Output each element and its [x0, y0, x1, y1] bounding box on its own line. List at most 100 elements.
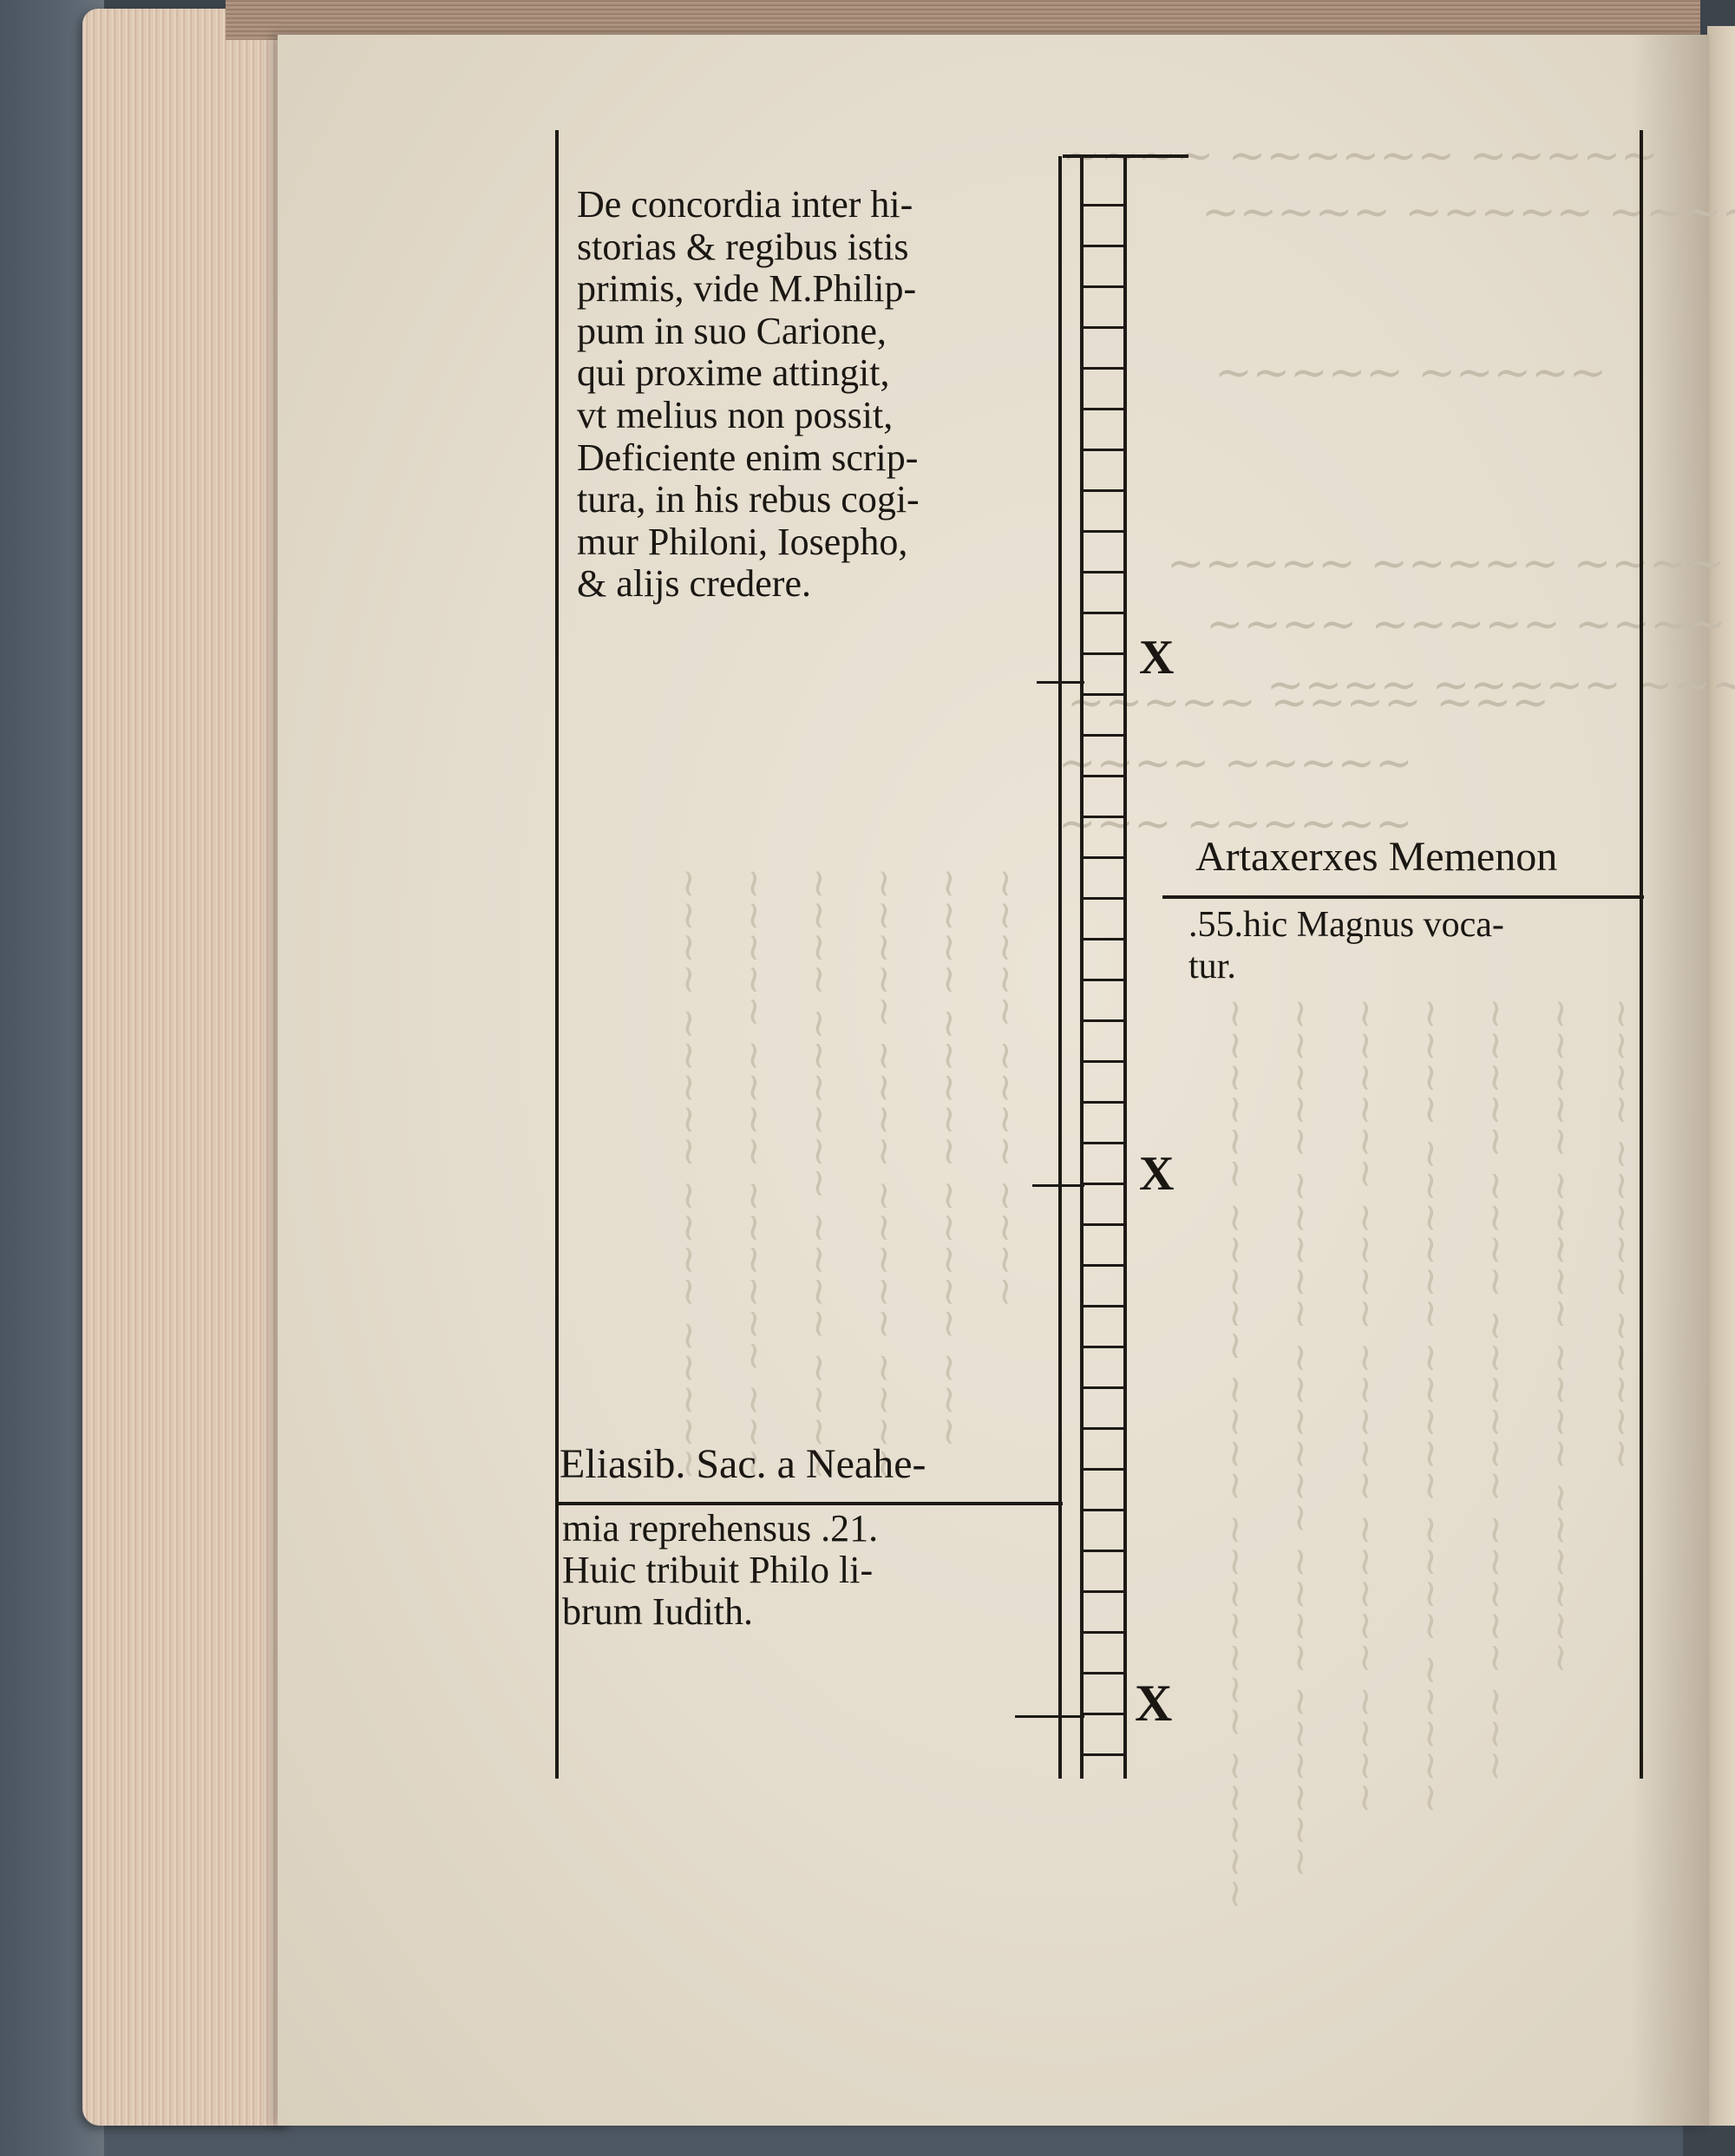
show-through-text: ~~~~~~ ~~~~ ~~~~~ ~~~~~ ~~~~ — [1344, 998, 1388, 1814]
text-line: pum in suo Carione, — [577, 309, 887, 352]
timeline-mark: X — [1139, 1147, 1175, 1201]
timeline-rung — [1083, 856, 1126, 859]
show-through-text: ~~~ ~~~~~~ — [1058, 798, 1413, 850]
show-through-text: ~~~~ ~~~~~ — [1058, 737, 1413, 790]
timeline-rung — [1083, 530, 1126, 533]
left-note-block: De concordia inter hi- storias & regibus… — [577, 183, 920, 606]
show-through-text: ~~~~~ ~~~~~ ~~~~~~ ~~~~ ~~~~~~ — [1279, 998, 1323, 1878]
timeline-rung — [1083, 571, 1126, 573]
right-note-block: .55.hic Magnus voca- tur. — [1188, 904, 1504, 987]
timeline-rung — [1083, 1509, 1126, 1511]
show-through-text: ~~~~~ ~~~~~ ~~~~ ~~~~~~ — [1539, 998, 1583, 1674]
timeline-rung — [1083, 938, 1126, 940]
timeline-rung — [1083, 326, 1126, 329]
timeline-rung — [1083, 979, 1126, 981]
timeline-tick — [1032, 1184, 1084, 1187]
timeline-rung — [1083, 1427, 1126, 1430]
show-through-text: ~~~~ ~~~~~~ ~~~~ ~~~~ — [797, 868, 841, 1480]
text-line: vt melius non possit, — [577, 393, 894, 436]
timeline-rung — [1083, 693, 1126, 696]
timeline-rung — [1083, 204, 1126, 206]
timeline-rung — [1083, 612, 1126, 614]
show-through-text: ~~~~ ~~~~~ ~~~ — [1267, 659, 1735, 711]
timeline-mark: X — [1135, 1674, 1173, 1732]
timeline-rung — [1083, 489, 1126, 492]
timeline-left-rule — [1058, 156, 1062, 1779]
show-through-text: ~~~~ ~~~~~ ~~~~~ ~~~ — [927, 868, 972, 1448]
text-line: tur. — [1188, 947, 1236, 986]
timeline-tick — [1037, 681, 1084, 684]
timeline-rung — [1083, 367, 1126, 370]
show-through-text: ~~~~ ~~~~~ ~~~~ ~~~~~ — [667, 868, 711, 1480]
timeline-rung — [1083, 816, 1126, 818]
show-through-text: ~~~~ ~~~~~ ~~~~ — [1206, 599, 1726, 651]
timeline-rung — [1083, 1713, 1126, 1715]
timeline-rung — [1083, 1386, 1126, 1389]
show-through-text: ~~~~~ ~~~~ ~~~~~ ~~~~ — [862, 868, 907, 1480]
left-footer-rule — [555, 1502, 1063, 1505]
timeline-rung — [1083, 734, 1126, 737]
timeline-rung — [1083, 1223, 1126, 1226]
timeline-rung — [1083, 897, 1126, 900]
show-through-text: ~~~~~ ~~~~ ~~~~ — [984, 868, 1028, 1308]
timeline-rung — [1083, 1183, 1126, 1185]
show-through-text: ~~~~~ ~~~~~ ~~~~ — [1167, 538, 1725, 590]
timeline-rung — [1083, 1264, 1126, 1267]
timeline-rung — [1083, 1550, 1126, 1552]
text-line: Deficiente enim scrip- — [577, 436, 919, 479]
text-line: brum Iudith. — [562, 1590, 753, 1633]
timeline-rung — [1083, 1468, 1126, 1471]
text-line: & alijs credere. — [577, 562, 811, 606]
timeline-rung — [1083, 1753, 1126, 1756]
timeline-top-rule — [1063, 154, 1188, 158]
timeline-rung — [1083, 1060, 1126, 1063]
timeline-mark: X — [1139, 631, 1175, 685]
show-through-text: ~~~~~ ~~~~~ — [1214, 347, 1607, 399]
show-through-text: ~~~~~ ~~~~~ ~~~~ — [1201, 187, 1735, 239]
book-page — [278, 35, 1709, 2126]
timeline-rung — [1083, 652, 1126, 655]
facing-page-edge — [1707, 26, 1735, 2126]
show-through-text: ~~~~ ~~~~~ ~~~~~ — [1600, 998, 1644, 1471]
text-line: qui proxime attingit, — [577, 351, 890, 395]
page-edges — [82, 9, 291, 2126]
show-through-text: ~~~~~~ ~~~~~ ~~~~ ~~~~~~~ ~~~~~ — [1214, 998, 1258, 1910]
text-line: De concordia inter hi- — [577, 183, 913, 226]
text-line: primis, vide M.Philip- — [577, 267, 917, 311]
show-through-text: ~~~~~ ~~~~ ~~~~~~ ~~~ — [732, 868, 776, 1480]
timeline-rung — [1083, 1346, 1126, 1348]
left-footer-heading: Eliasib. Sac. a Neahe- — [560, 1441, 926, 1487]
left-footer-block: mia reprehensus .21. Huic tribuit Philo … — [562, 1508, 878, 1633]
timeline-rung — [1083, 1142, 1126, 1144]
text-line: tura, in his rebus cogi- — [577, 478, 920, 521]
timeline-rung — [1083, 1590, 1126, 1593]
timeline-tick — [1015, 1715, 1084, 1718]
show-through-text: ~~~~~ ~~~~ ~~~~~~ ~~~~~ ~~~ — [1474, 998, 1518, 1782]
timeline-rung — [1083, 1019, 1126, 1022]
timeline-rung — [1083, 449, 1126, 451]
gutter-shadow — [1631, 35, 1709, 2126]
show-through-text: ~~~~~ ~~~~ ~~~ — [1067, 677, 1549, 729]
timeline-rung — [1083, 245, 1126, 247]
timeline-rung — [1083, 1101, 1126, 1104]
timeline-rung — [1083, 408, 1126, 410]
top-page-edges — [226, 0, 1700, 40]
show-through-text: ~~~~ ~~~~~~ ~~~~~ ~~~~ ~~~~~ — [1409, 998, 1453, 1814]
right-frame-rule — [1640, 130, 1643, 1779]
timeline-rung — [1083, 1672, 1126, 1674]
text-line: mia reprehensus .21. — [562, 1507, 879, 1550]
right-heading: Artaxerxes Memenon — [1195, 834, 1558, 880]
left-frame-rule — [555, 130, 559, 1779]
text-line: .55.hic Magnus voca- — [1188, 905, 1504, 945]
timeline-rung — [1083, 1305, 1126, 1307]
timeline-rung — [1083, 775, 1126, 777]
text-line: Huic tribuit Philo li- — [562, 1549, 874, 1591]
right-heading-rule — [1162, 895, 1644, 899]
timeline-rule-right — [1123, 156, 1127, 1779]
timeline-rung — [1083, 1631, 1126, 1634]
timeline-rung — [1083, 285, 1126, 288]
timeline-inner-rule — [1080, 156, 1084, 1779]
text-line: mur Philoni, Iosepho, — [577, 520, 908, 563]
text-line: storias & regibus istis — [577, 225, 909, 268]
